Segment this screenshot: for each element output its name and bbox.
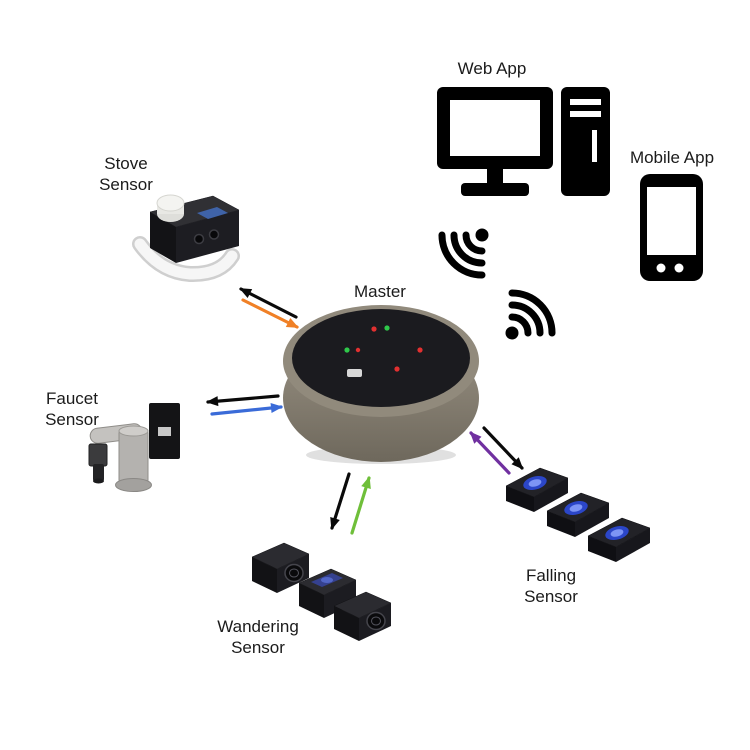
faucet-sensor-device: [88, 403, 180, 492]
label-stove-sensor: Stove Sensor: [99, 154, 153, 195]
label-master: Master: [354, 282, 406, 301]
wandering-sensor-devices: [251, 542, 392, 641]
arrow-falling-to-master: [469, 431, 511, 475]
wifi-icon-upper: [438, 228, 489, 279]
label-falling-sensor: Falling Sensor: [524, 566, 578, 607]
mobile-app-icon: [640, 174, 703, 281]
wifi-icon-lower: [505, 289, 556, 340]
wandering-sensor-unit-1: [251, 542, 310, 593]
arrow-master-to-stove: [239, 287, 298, 319]
arrow-master-to-faucet: [206, 394, 280, 407]
wandering-sensor-unit-2: [298, 568, 357, 618]
arrow-master-to-falling: [482, 426, 524, 470]
master-led-indicators: [344, 325, 423, 377]
label-web-app: Web App: [457, 59, 527, 78]
arrow-faucet-to-master: [210, 403, 283, 416]
falling-sensor-devices: [505, 467, 651, 562]
arrow-master-to-wandering: [330, 472, 351, 530]
web-app-icon: [437, 87, 610, 196]
arrow-stove-to-master: [241, 298, 299, 329]
master-device: [283, 305, 479, 464]
falling-sensor-unit-1: [505, 467, 569, 512]
label-faucet-sensor: Faucet Sensor: [45, 389, 99, 430]
label-wandering-sensor: Wandering Sensor: [217, 617, 299, 658]
arrow-wandering-to-master: [350, 476, 371, 535]
connection-arrows: [206, 287, 524, 535]
label-mobile-app: Mobile App: [629, 148, 715, 167]
wandering-sensor-unit-3: [333, 591, 392, 641]
falling-sensor-unit-3: [587, 517, 651, 562]
falling-sensor-unit-2: [546, 492, 610, 537]
stove-sensor-device: [132, 194, 240, 283]
